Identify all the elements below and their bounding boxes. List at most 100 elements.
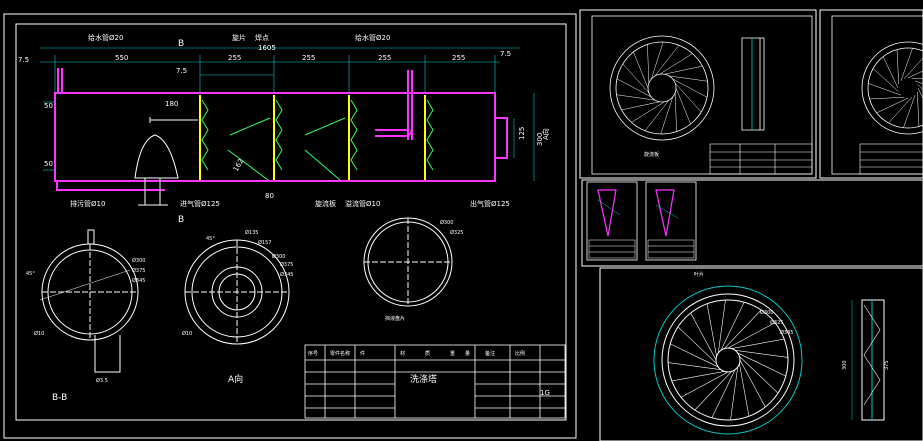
inlet-cone <box>134 117 198 206</box>
dim-50-top: 50 <box>44 102 53 110</box>
swirl-vane <box>651 41 664 80</box>
side-view-1 <box>741 37 765 131</box>
dim-125: 125 <box>518 127 526 140</box>
a-dim-135: Ø135 <box>245 229 258 236</box>
bb-dim-300: Ø300 <box>132 257 145 264</box>
a-dim-300: Ø300 <box>272 253 285 260</box>
header-cell-8: 备注 <box>485 350 495 357</box>
sheet-swirl-plate-inner <box>591 15 813 175</box>
swirl-vane <box>882 56 899 89</box>
swirl-plates <box>199 95 426 180</box>
view-a-label: A向 <box>541 128 550 140</box>
a-dim-10: Ø10 <box>182 330 192 337</box>
swirl-vanes-2 <box>868 48 923 128</box>
swirl-vane <box>674 83 702 113</box>
dim-550: 550 <box>115 54 128 62</box>
swirl-vane <box>647 44 650 84</box>
swirl-vane <box>903 57 923 79</box>
callout-dia-345: Ø345 <box>780 329 793 336</box>
swirl-vane <box>876 97 909 114</box>
header-cell-5: 质 <box>425 350 430 357</box>
a-dim-375: Ø375 <box>280 261 293 268</box>
a-dim-157: Ø157 <box>258 239 271 246</box>
baffle-dim-325: Ø325 <box>450 229 463 236</box>
swirl-vane <box>616 78 652 98</box>
callout-dia-300: Ø300 <box>760 309 773 316</box>
dim-255-d: 255 <box>452 54 465 62</box>
swirl-vane <box>631 101 665 123</box>
sheet-swirl-plate-2 <box>819 9 923 179</box>
main-labels: B B 给水管Ø20 旋片 焊点 给水管Ø20 A向 排污管Ø10 进气管Ø12… <box>18 33 550 225</box>
swirl-plate-view-2 <box>861 41 923 135</box>
swirl-vane <box>888 97 913 124</box>
swirl-vane <box>633 51 649 89</box>
dim-180: 180 <box>165 100 178 108</box>
side-dim-375: 375 <box>884 360 890 370</box>
a-dim-345: Ø345 <box>280 271 293 278</box>
swirl-vane <box>730 367 739 420</box>
swirl-vane <box>670 343 719 368</box>
view-a-caption: A向 <box>228 373 243 385</box>
sheet-blade-details <box>581 179 923 267</box>
section-bb-view <box>39 229 139 373</box>
swirl-vane <box>659 53 693 75</box>
swirl-vane <box>900 48 913 82</box>
dim-1605: 1605 <box>258 44 276 52</box>
view-a <box>184 239 290 345</box>
swirl-vane <box>668 362 721 371</box>
swirl-vane <box>674 92 677 132</box>
swirl-vanes-large <box>668 300 788 420</box>
dim-162: 162 <box>232 157 246 173</box>
swirl-vane <box>724 309 762 349</box>
swirl-vane <box>675 87 691 125</box>
baffle-view <box>363 217 453 307</box>
swirl-vane <box>677 326 717 364</box>
blade-detail-lines <box>597 199 679 219</box>
dim-7-5-left: 7.5 <box>18 56 29 64</box>
swirl-vane <box>917 87 923 100</box>
swirl-vane <box>660 96 673 135</box>
dim-255-b: 255 <box>302 54 315 62</box>
inlet-pipe-bottom-label: 进气管Ø125 <box>180 199 220 208</box>
header-cell-4: 材 <box>400 350 405 357</box>
swirl-vane <box>735 349 788 358</box>
swirl-vane <box>690 312 717 361</box>
swirl-vane <box>868 83 902 96</box>
vessel-body <box>54 68 508 191</box>
sheet-swirl-plate-large <box>599 267 923 441</box>
swirl-vane <box>694 371 732 411</box>
bb-dim-3-5: Ø3.5 <box>96 377 108 384</box>
inlet-pipe-label: 给水管Ø20 <box>88 33 123 42</box>
header-cell-9: 比例 <box>515 350 525 357</box>
swirl-vane <box>903 94 916 128</box>
blade-detail-1-frame <box>586 181 638 261</box>
swirl-vane <box>621 101 660 111</box>
swirl-vane <box>917 83 923 90</box>
swirl-vane <box>731 338 785 349</box>
baffle-dim-300: Ø300 <box>440 219 453 226</box>
dim-255-c: 255 <box>378 54 391 62</box>
callout-dia-325: Ø325 <box>770 319 783 326</box>
swirl-vane <box>739 359 766 408</box>
swirl-vane <box>737 352 786 377</box>
section-mark-top: B <box>178 39 184 49</box>
sheet-swirl-plate <box>579 9 817 179</box>
swirl-plate-view-1 <box>609 35 715 141</box>
main-sheet-inner-border <box>15 23 567 421</box>
bb-dim-345: Ø345 <box>132 277 145 284</box>
side-view-large <box>851 299 885 421</box>
swirl-vane <box>739 356 779 394</box>
swirl-vane <box>872 68 899 93</box>
sheet-swirl-plate-2-inner <box>831 15 923 175</box>
header-cell-1: 序号 <box>308 350 318 357</box>
swirl-vane <box>916 91 920 127</box>
title-block-1 <box>709 143 813 175</box>
swirl-plate-view-large <box>653 285 803 435</box>
callout-blade: 叶片 <box>694 271 704 278</box>
blade-detail-1 <box>597 189 617 237</box>
blade-detail-2 <box>655 189 675 237</box>
swirl-vane <box>907 70 923 79</box>
swirl-vane <box>672 78 708 98</box>
dimension-lines <box>40 47 535 181</box>
dim-300: 300 <box>536 133 544 146</box>
